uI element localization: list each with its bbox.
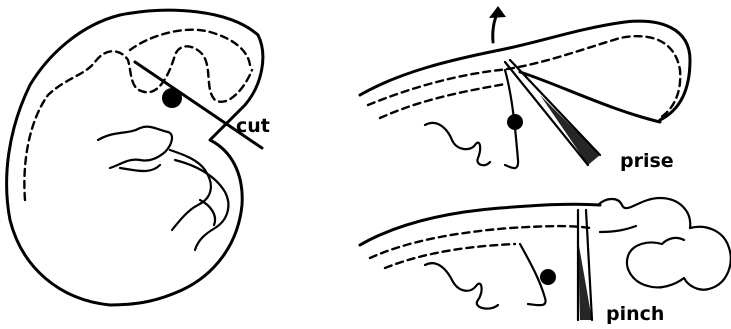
neural-tube-dashed <box>24 46 252 200</box>
pinch-inner-dashed <box>385 244 515 268</box>
prise-ventral-edge <box>520 72 660 122</box>
pinch-dorsal-outline <box>360 204 600 245</box>
prise-tool-fill <box>540 95 600 165</box>
pharyngeal-arches <box>98 127 211 230</box>
pinch-brain-lobes <box>598 198 731 290</box>
embryo-whole: cut <box>7 10 270 305</box>
embryo-prise: prise <box>360 6 690 172</box>
label-pinch: pinch <box>606 303 664 325</box>
heart-limb-outline <box>175 160 228 250</box>
pinch-neural-dashed <box>370 226 590 258</box>
label-cut: cut <box>236 115 270 137</box>
label-prise: prise <box>620 150 674 172</box>
prise-arrow-head <box>489 6 506 18</box>
prise-arches <box>425 70 518 168</box>
prise-eye-spot <box>507 114 523 130</box>
prise-inner-dashed <box>380 84 505 118</box>
pinch-arches <box>425 244 546 309</box>
embryo-outline <box>7 10 263 305</box>
embryo-pinch: pinch <box>360 198 731 325</box>
pinch-eye-spot <box>540 269 556 285</box>
